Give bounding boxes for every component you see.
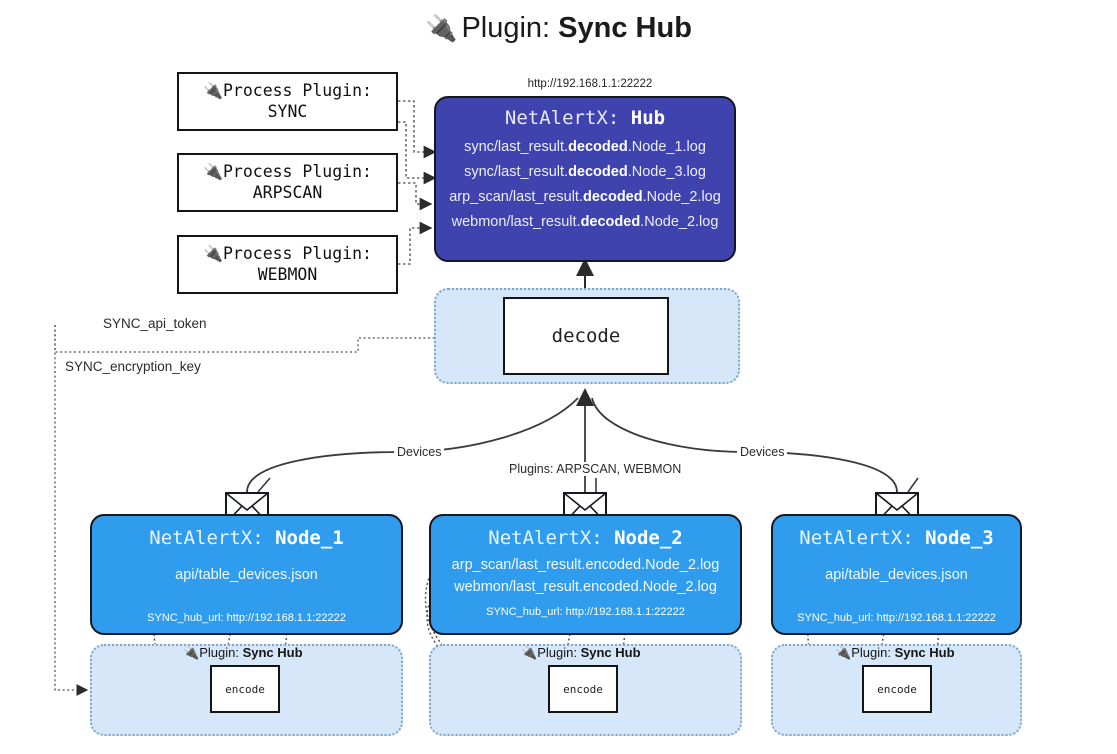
plug-icon: 🔌: [203, 161, 223, 181]
process-plugin-arpscan[interactable]: 🔌Process Plugin: ARPSCAN: [177, 153, 398, 212]
page-title-prefix: Plugin:: [461, 12, 551, 44]
node-2-resource-2: webmon/last_result.encoded.Node_2.log: [454, 579, 717, 595]
encode-box-node-1[interactable]: encode: [210, 665, 280, 713]
encode-box-node-2[interactable]: encode: [548, 665, 618, 713]
node-1-hub-url: SYNC_hub_url: http://192.168.1.1:22222: [147, 612, 346, 624]
encode-plugin-tag-1: 🔌Plugin: Sync Hub: [183, 645, 303, 660]
plug-icon: 🔌: [425, 13, 458, 43]
node-box-node-2[interactable]: NetAlertX: Node_2 arp_scan/last_result.e…: [429, 514, 742, 635]
node-3-resource-1: api/table_devices.json: [825, 567, 968, 583]
encode-plugin-tag-2: 🔌Plugin: Sync Hub: [521, 645, 641, 660]
edge-label-devices-left: Devices: [394, 445, 445, 459]
node-1-resource-1: api/table_devices.json: [175, 567, 318, 583]
node-1-title: NetAlertX: Node_1: [149, 527, 344, 549]
process-plugin-sync[interactable]: 🔌Process Plugin: SYNC: [177, 72, 398, 131]
encode-plugin-tag-3: 🔌Plugin: Sync Hub: [835, 645, 955, 660]
node-2-hub-url: SYNC_hub_url: http://192.168.1.1:22222: [486, 606, 685, 618]
process-plugin-sync-line2: SYNC: [267, 101, 308, 121]
param-encryption-key-label: SYNC_encryption_key: [62, 359, 204, 374]
node-2-title: NetAlertX: Node_2: [488, 527, 683, 549]
hub-log-2: sync/last_result.decoded.Node_3.log: [464, 163, 706, 180]
page-title: 🔌Plugin: Sync Hub: [0, 12, 1117, 45]
plug-icon: 🔌: [203, 243, 223, 263]
process-plugin-sync-line1: 🔌Process Plugin:: [203, 80, 372, 100]
hub-node[interactable]: NetAlertX: Hub sync/last_result.decoded.…: [434, 96, 736, 262]
decode-box[interactable]: decode: [503, 297, 669, 375]
hub-log-4: webmon/last_result.decoded.Node_2.log: [451, 213, 719, 230]
node-box-node-1[interactable]: NetAlertX: Node_1 api/table_devices.json…: [90, 514, 403, 635]
hub-title: NetAlertX: Hub: [504, 107, 666, 129]
node-3-title: NetAlertX: Node_3: [799, 527, 994, 549]
hub-log-3: arp_scan/last_result.decoded.Node_2.log: [449, 188, 721, 205]
edge-label-plugins-center: Plugins: ARPSCAN, WEBMON: [506, 462, 685, 476]
plug-icon: 🔌: [521, 645, 538, 660]
process-plugin-arpscan-line2: ARPSCAN: [252, 182, 323, 202]
node-3-hub-url: SYNC_hub_url: http://192.168.1.1:22222: [797, 612, 996, 624]
param-api-token-label: SYNC_api_token: [100, 316, 210, 331]
process-plugin-webmon-line2: WEBMON: [257, 264, 318, 284]
encode-box-node-3[interactable]: encode: [862, 665, 932, 713]
process-plugin-arpscan-line1: 🔌Process Plugin:: [203, 161, 372, 181]
hub-log-1: sync/last_result.decoded.Node_1.log: [464, 139, 706, 155]
plug-icon: 🔌: [835, 645, 852, 660]
page-title-name: Sync Hub: [558, 12, 692, 44]
plug-icon: 🔌: [203, 80, 223, 100]
hub-url-label: http://192.168.1.1:22222: [527, 78, 653, 90]
process-plugin-webmon[interactable]: 🔌Process Plugin: WEBMON: [177, 235, 398, 294]
plug-icon: 🔌: [183, 645, 200, 660]
process-plugin-webmon-line1: 🔌Process Plugin:: [203, 243, 372, 263]
node-box-node-3[interactable]: NetAlertX: Node_3 api/table_devices.json…: [771, 514, 1022, 635]
edge-label-devices-right: Devices: [737, 445, 788, 459]
node-2-resource-1: arp_scan/last_result.encoded.Node_2.log: [451, 557, 720, 573]
